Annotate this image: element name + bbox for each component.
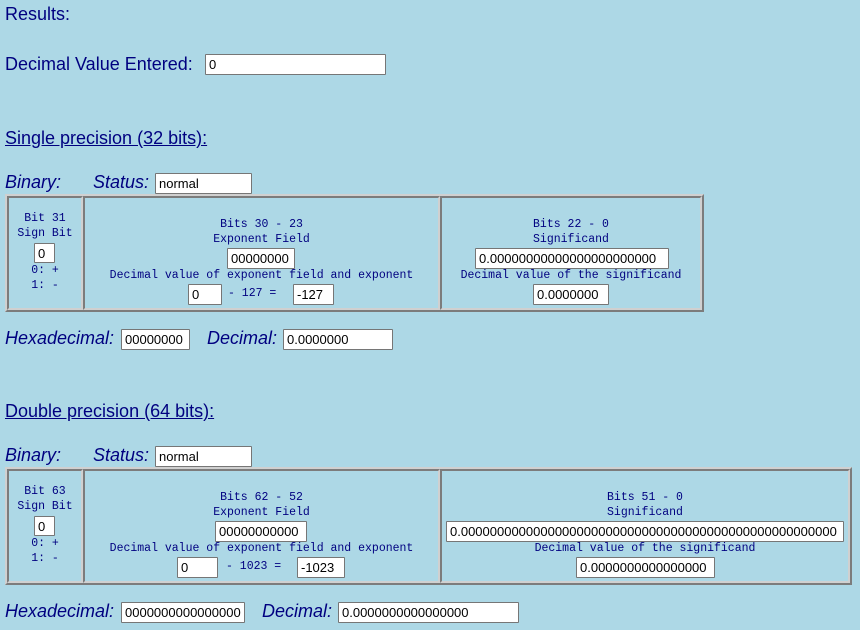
single-exponent-cell xyxy=(83,196,440,310)
double-significand-title: Bits 51 - 0 xyxy=(607,491,683,504)
single-significand-subtitle: Significand xyxy=(533,233,609,246)
decimal-entered-label: Decimal Value Entered: xyxy=(5,54,193,74)
single-exponent-value-input[interactable] xyxy=(293,284,334,305)
single-significand-title: Bits 22 - 0 xyxy=(533,218,609,231)
decimal-input[interactable] xyxy=(205,54,386,75)
double-significand-decimal-input[interactable] xyxy=(576,557,715,578)
double-bit-fields-table xyxy=(5,467,852,585)
single-exponent-field-input[interactable] xyxy=(227,248,295,269)
double-sign-bit-input[interactable] xyxy=(34,516,55,536)
double-hex-field[interactable] xyxy=(121,602,245,623)
single-exponent-title: Bits 30 - 23 xyxy=(220,218,303,231)
double-sign-title: Bit 63 xyxy=(24,485,66,498)
single-exponent-subtitle: Exponent Field xyxy=(213,233,310,246)
double-exponent-decimal-input[interactable] xyxy=(177,557,218,578)
double-precision-heading[interactable]: Double precision (64 bits): xyxy=(5,401,215,421)
double-decimal-field[interactable] xyxy=(338,602,519,623)
single-significand-field-input[interactable] xyxy=(475,248,669,269)
single-sign-subtitle: Sign Bit xyxy=(17,227,73,240)
double-significand-cell xyxy=(440,469,850,583)
single-sign-title: Bit 31 xyxy=(24,212,66,225)
double-sign-minus-legend: 1: - xyxy=(31,552,59,565)
double-significand-decimal-label: Decimal value of the significand xyxy=(534,542,756,555)
single-hex-label: Hexadecimal: xyxy=(5,328,115,348)
double-significand-field-input[interactable] xyxy=(446,521,844,542)
double-hex-label: Hexadecimal: xyxy=(5,601,115,621)
double-exponent-cell xyxy=(83,469,440,583)
double-exponent-title: Bits 62 - 52 xyxy=(220,491,303,504)
single-sign-minus-legend: 1: - xyxy=(31,279,59,292)
single-decimal-field[interactable] xyxy=(283,329,393,350)
double-exponent-field-input[interactable] xyxy=(215,521,307,542)
double-status-field[interactable] xyxy=(155,446,252,467)
single-significand-cell xyxy=(440,196,702,310)
single-status-label: Status: xyxy=(93,172,150,192)
double-exponent-subtitle: Exponent Field xyxy=(213,506,310,519)
double-sign-subtitle: Sign Bit xyxy=(17,500,73,513)
single-bit-fields-table xyxy=(5,194,704,312)
double-exponent-value-input[interactable] xyxy=(297,557,345,578)
single-sign-bit-input[interactable] xyxy=(34,243,55,263)
single-sign-cell xyxy=(7,196,83,310)
single-hex-field[interactable] xyxy=(121,329,190,350)
results-label: Results: xyxy=(5,4,71,24)
single-exponent-bias-text: - 127 = xyxy=(228,287,277,300)
single-significand-decimal-input[interactable] xyxy=(533,284,609,305)
single-decimal-label: Decimal: xyxy=(207,328,278,348)
double-exponent-decimal-label: Decimal value of exponent field and expo… xyxy=(109,542,414,555)
single-binary-label: Binary: xyxy=(5,172,62,192)
single-status-field[interactable] xyxy=(155,173,252,194)
single-sign-plus-legend: 0: + xyxy=(31,264,59,277)
double-binary-label: Binary: xyxy=(5,445,62,465)
single-significand-decimal-label: Decimal value of the significand xyxy=(460,269,682,282)
double-exponent-bias-text: - 1023 = xyxy=(226,560,282,573)
double-significand-subtitle: Significand xyxy=(607,506,683,519)
double-sign-cell xyxy=(7,469,83,583)
double-sign-plus-legend: 0: + xyxy=(31,537,59,550)
single-exponent-decimal-label: Decimal value of exponent field and expo… xyxy=(109,269,414,282)
single-exponent-decimal-input[interactable] xyxy=(188,284,222,305)
double-decimal-label: Decimal: xyxy=(262,601,333,621)
single-precision-heading[interactable]: Single precision (32 bits): xyxy=(5,128,208,148)
double-status-label: Status: xyxy=(93,445,150,465)
